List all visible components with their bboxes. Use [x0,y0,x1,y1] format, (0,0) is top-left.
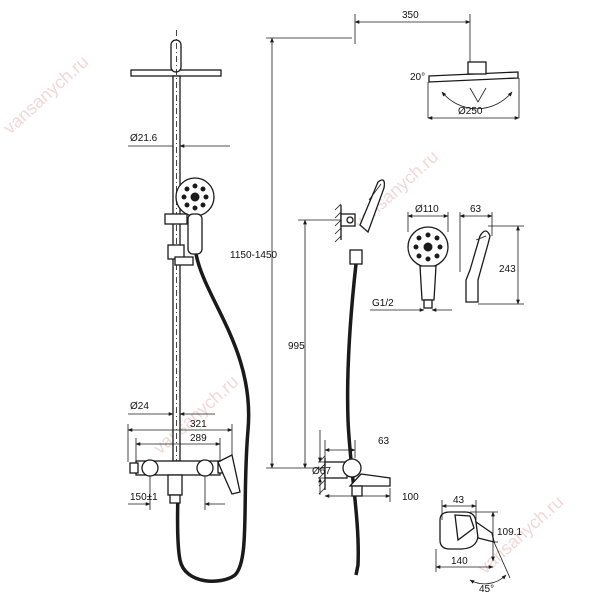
front-spout-outlet [167,474,183,496]
side-head-joint [467,61,487,75]
side-hose-outlet [351,485,363,497]
detail-hand-handle [419,265,437,301]
front-view: Ø21.6 Ø24 321 289 150±1 [127,30,251,583]
front-hose [175,253,251,583]
dim-321: 321 [127,419,233,462]
front-holder-bottom [174,256,194,266]
front-mixer-knob-right [196,459,214,477]
dim-pipe-dia: Ø24 [128,401,215,416]
label-spout-100: 100 [402,492,419,503]
label-thread: G1/2 [372,298,394,309]
label-321: 321 [190,419,207,430]
front-hand-shower-handle [187,213,203,255]
dim-spout-63: 63 [324,436,390,458]
dim-flange-dia: Ø67 [312,430,338,495]
front-head-connector [170,39,182,73]
front-lever [217,454,241,495]
watermark-3: vansanych.ru [149,371,242,458]
lever-detail: 43 109.1 140 45° [435,495,522,595]
label-pipe-dia: Ø24 [130,401,149,412]
dim-289: 289 [135,433,221,462]
label-head-dia-side: Ø250 [458,106,483,117]
watermark-1: vansanych.ru [0,51,92,138]
label-lever-angle: 45° [479,584,494,595]
label-hand-dia: Ø110 [415,204,439,215]
dim-hand-length: 243 [478,225,524,305]
label-centers: 150±1 [130,492,158,503]
label-height-range: 1150-1450 [230,250,278,261]
dim-spout-100: 100 [324,488,419,503]
dim-lever-height: 109.1 [470,511,522,562]
label-hand-width: 63 [470,204,482,215]
label-arm-length: 350 [402,10,419,21]
dim-head-dia: Ø21.6 [128,133,230,148]
side-hand-shower [359,179,386,234]
dim-centers: 150±1 [128,476,225,510]
detail-hand-nozzles [413,232,443,262]
dim-arm-length: 350 [354,10,471,62]
side-hand-shower-line [368,183,382,201]
side-hose [345,263,361,576]
label-spout-63: 63 [378,436,390,447]
label-head-angle: 20° [410,72,425,83]
hand-shower-detail: Ø110 63 243 G1/2 [370,204,524,312]
front-hand-shower-nozzles [181,183,209,211]
side-wall-bracket [334,203,356,243]
front-hose-connector [169,494,181,504]
dim-lever-angle: 45° [469,541,511,595]
dim-height-range: 1150-1450 [230,37,352,469]
dim-lever-43: 43 [441,495,477,520]
label-289: 289 [190,433,207,444]
dim-head-dia-side: Ø250 [427,106,520,120]
detail-lever-handle [475,520,495,543]
side-view: 20° Ø250 350 [230,10,520,576]
dim-head-angle: 20° [410,72,520,118]
detail-hand-thread [423,299,433,309]
dim-height-fixed: 995 [288,219,341,469]
label-hand-length: 243 [499,264,516,275]
side-slider [349,249,363,265]
label-lever-height: 109.1 [497,527,522,538]
dim-thread: G1/2 [370,298,452,312]
front-mixer-knob-left [141,459,159,477]
dim-hand-width: 63 [459,204,493,272]
front-mixer-end-left [129,462,139,474]
label-height-fixed: 995 [288,341,305,352]
watermarks: vansanych.ru vansanych.ru vansanych.ru v… [0,51,567,578]
side-spout [348,473,391,487]
side-arm-inner [353,43,479,470]
detail-hand-profile [465,230,491,303]
front-holder-top [164,213,188,225]
label-lever-43: 43 [453,495,465,506]
label-lever-140: 140 [451,556,468,567]
dim-hand-dia: Ø110 [407,204,449,232]
side-mixer-body [342,458,362,478]
label-flange-dia: Ø67 [312,466,331,477]
side-shower-head [428,71,519,83]
dim-lever-140: 140 [435,549,494,572]
label-head-dia: Ø21.6 [130,133,158,144]
detail-lever-top [454,514,475,542]
